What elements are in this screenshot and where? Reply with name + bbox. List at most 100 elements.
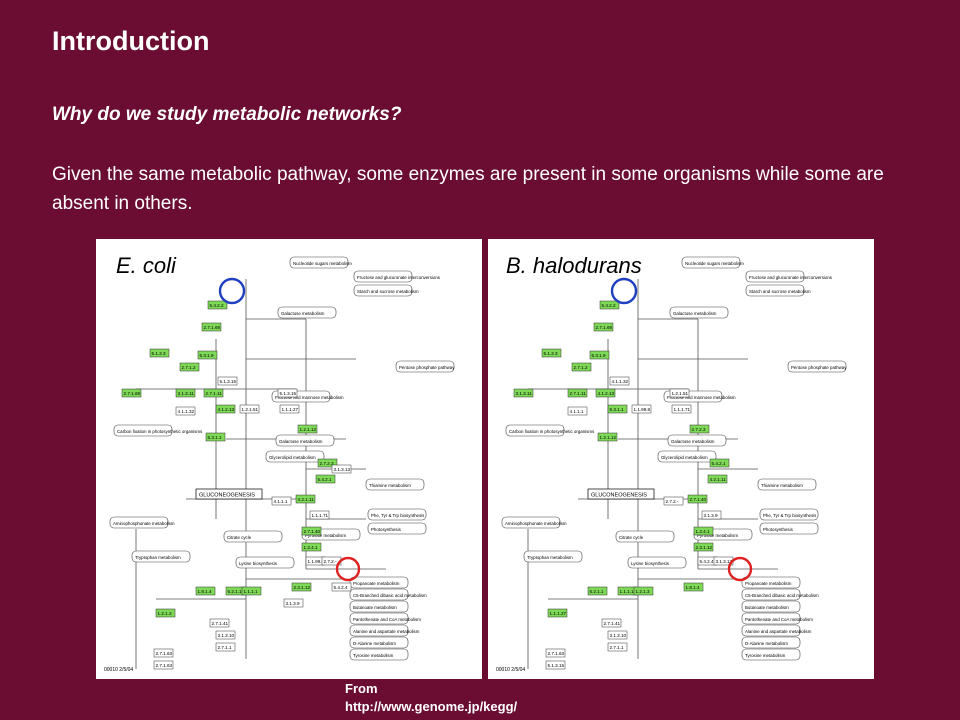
svg-text:2.7.1.40: 2.7.1.40 [304, 529, 321, 534]
pathway-box: Starch and sucrose metabolism [745, 284, 811, 297]
svg-text:5.1.3.15: 5.1.3.15 [220, 379, 237, 384]
svg-text:Galactose metabolism: Galactose metabolism [281, 311, 325, 316]
pathway-box: Pentose phosphate pathway [395, 360, 455, 373]
svg-text:5.3.1.9: 5.3.1.9 [200, 353, 214, 358]
svg-text:Citrate cycle: Citrate cycle [619, 535, 644, 540]
svg-text:Tryptophan metabolism: Tryptophan metabolism [527, 555, 573, 560]
enzyme-absent: 2.7.1.63 [545, 648, 566, 658]
enzyme-present: 1.8.1.4 [195, 586, 216, 596]
enzyme-present: 2.7.1.40 [687, 494, 708, 504]
svg-text:Fructose and mannose metabolis: Fructose and mannose metabolism [275, 395, 344, 400]
svg-text:Photosynthesis: Photosynthesis [371, 527, 402, 532]
svg-text:2.7.1.2: 2.7.1.2 [182, 365, 196, 370]
svg-text:1.1.1.1: 1.1.1.1 [620, 589, 634, 594]
enzyme-present: 1.2.1.12 [597, 432, 618, 442]
enzyme-present: 1.2.1.12 [297, 424, 318, 434]
svg-text:1.1.1.27: 1.1.1.27 [282, 407, 299, 412]
enzyme-present: 5.4.2.2 [207, 300, 228, 310]
enzyme-present: 2.7.2.3 [317, 458, 338, 468]
svg-text:5.1.3.3: 5.1.3.3 [152, 351, 166, 356]
pathway-box: D-Alanine metabolism [741, 636, 801, 649]
pathway-box: Tryptophan metabolism [523, 550, 583, 563]
source-url: http://www.genome.jp/kegg/ [345, 699, 518, 714]
enzyme-present: 1.2.4.1 [301, 542, 322, 552]
svg-text:1.2.1.51: 1.2.1.51 [672, 391, 689, 396]
pathway-box: Starch and sucrose metabolism [353, 284, 419, 297]
svg-text:1.1.1.71: 1.1.1.71 [312, 513, 329, 518]
svg-text:D-Alanine metabolism: D-Alanine metabolism [353, 641, 396, 646]
svg-text:Glycerolipid metabolism: Glycerolipid metabolism [269, 455, 316, 460]
enzyme-present: 2.3.1.12 [693, 542, 714, 552]
enzyme-present: 5.4.2.1 [709, 458, 730, 468]
map-footer: 00010 2/5/04 [496, 667, 525, 673]
source-citation: From http://www.genome.jp/kegg/ [345, 680, 517, 716]
enzyme-absent: 5.1.3.15 [545, 660, 566, 670]
svg-text:5.4.2.2: 5.4.2.2 [602, 303, 616, 308]
svg-text:2.7.2.-: 2.7.2.- [324, 559, 337, 564]
enzyme-present: 4.1.2.13 [215, 404, 236, 414]
enzyme-absent: 1.1.1.27 [279, 404, 300, 414]
svg-text:Pantothenate and CoA metabolis: Pantothenate and CoA metabolism [353, 617, 421, 622]
svg-text:4.2.1.11: 4.2.1.11 [710, 477, 727, 482]
enzyme-present: 2.7.1.40 [301, 526, 322, 536]
svg-text:2.7.1.41: 2.7.1.41 [604, 621, 621, 626]
pathway-box: Aminophosphonate metabolism [109, 516, 175, 529]
pathway-box: Alanine and aspartate metabolism [349, 624, 420, 637]
svg-text:Photosynthesis: Photosynthesis [763, 527, 794, 532]
svg-text:Galactose metabolism: Galactose metabolism [671, 439, 715, 444]
pathway-box: Phe, Tyr & Trp biosynthesis [759, 508, 819, 521]
enzyme-absent: 2.7.2.- [663, 496, 684, 506]
svg-text:4.2.1.11: 4.2.1.11 [298, 497, 315, 502]
enzyme-absent: 1.2.1.51 [239, 404, 260, 414]
svg-text:1.8.1.4: 1.8.1.4 [686, 585, 700, 590]
svg-text:5.4.2.1: 5.4.2.1 [318, 477, 332, 482]
svg-text:Aminophosphonate metabolism: Aminophosphonate metabolism [113, 521, 175, 526]
pathway-box: Citrate cycle [223, 530, 283, 543]
svg-text:4.1.1.1: 4.1.1.1 [274, 499, 288, 504]
svg-text:GLUCONEOGENESIS: GLUCONEOGENESIS [199, 493, 255, 499]
pathway-box: Lysine biosynthesis [235, 556, 295, 569]
svg-text:3.1.3.9: 3.1.3.9 [286, 601, 300, 606]
svg-text:2.7.1.40: 2.7.1.40 [690, 497, 707, 502]
enzyme-absent: 3.1.3.10 [215, 630, 236, 640]
svg-text:1.1.1.27: 1.1.1.27 [550, 611, 567, 616]
svg-text:2.7.1.69: 2.7.1.69 [596, 325, 613, 330]
svg-text:4.1.1.32: 4.1.1.32 [178, 409, 195, 414]
svg-text:Lysine biosynthesis: Lysine biosynthesis [239, 561, 278, 566]
map-tag: GLUCONEOGENESIS [195, 488, 263, 500]
svg-text:Tyrosine metabolism: Tyrosine metabolism [353, 653, 394, 658]
enzyme-present: 5.1.3.3 [149, 348, 170, 358]
svg-text:5.1.3.15: 5.1.3.15 [548, 663, 565, 668]
pathway-box: Nucleotide sugars metabolism [681, 256, 744, 269]
svg-text:3.1.3.9: 3.1.3.9 [704, 513, 718, 518]
enzyme-absent: 2.7.1.1 [215, 642, 236, 652]
svg-text:C5-Branched dibasic acid metab: C5-Branched dibasic acid metabolism [745, 593, 819, 598]
pathway-box: Glycerolipid metabolism [265, 450, 325, 463]
svg-text:2.7.1.1: 2.7.1.1 [610, 645, 624, 650]
svg-text:Phe, Tyr & Trp biosynthesis: Phe, Tyr & Trp biosynthesis [371, 513, 425, 518]
svg-text:2.7.1.69: 2.7.1.69 [124, 391, 141, 396]
svg-text:Propanoate metabolism: Propanoate metabolism [745, 581, 792, 586]
svg-text:Thiamine metabolism: Thiamine metabolism [761, 483, 803, 488]
enzyme-absent: 5.4.2.4 [331, 582, 352, 592]
enzyme-present: 5.4.2.2 [599, 300, 620, 310]
enzyme-present: 1.2.1.3 [155, 608, 176, 618]
svg-text:2.7.2.-: 2.7.2.- [666, 499, 679, 504]
svg-text:2.7.1.63: 2.7.1.63 [156, 651, 173, 656]
svg-text:2.7.1.41: 2.7.1.41 [212, 621, 229, 626]
svg-text:5.3.1.1: 5.3.1.1 [208, 435, 222, 440]
svg-text:3.1.3.13: 3.1.3.13 [334, 467, 351, 472]
svg-text:Thiamine metabolism: Thiamine metabolism [369, 483, 411, 488]
highlight-circle-red: 1.1.1.27 [727, 556, 753, 582]
enzyme-present: 4.1.2.13 [595, 388, 616, 398]
svg-text:1.1.99.8: 1.1.99.8 [308, 559, 325, 564]
svg-text:5.1.3.3: 5.1.3.3 [544, 351, 558, 356]
pathway-box: Butanoate metabolism [741, 600, 801, 613]
svg-text:2.7.1.11: 2.7.1.11 [206, 391, 223, 396]
svg-text:1.1.1.71: 1.1.1.71 [674, 407, 691, 412]
enzyme-present: 1.2.1.3 [633, 586, 654, 596]
svg-text:2.7.1.63: 2.7.1.63 [156, 663, 173, 668]
svg-text:Glycerolipid metabolism: Glycerolipid metabolism [661, 455, 708, 460]
svg-text:Galactose metabolism: Galactose metabolism [673, 311, 717, 316]
